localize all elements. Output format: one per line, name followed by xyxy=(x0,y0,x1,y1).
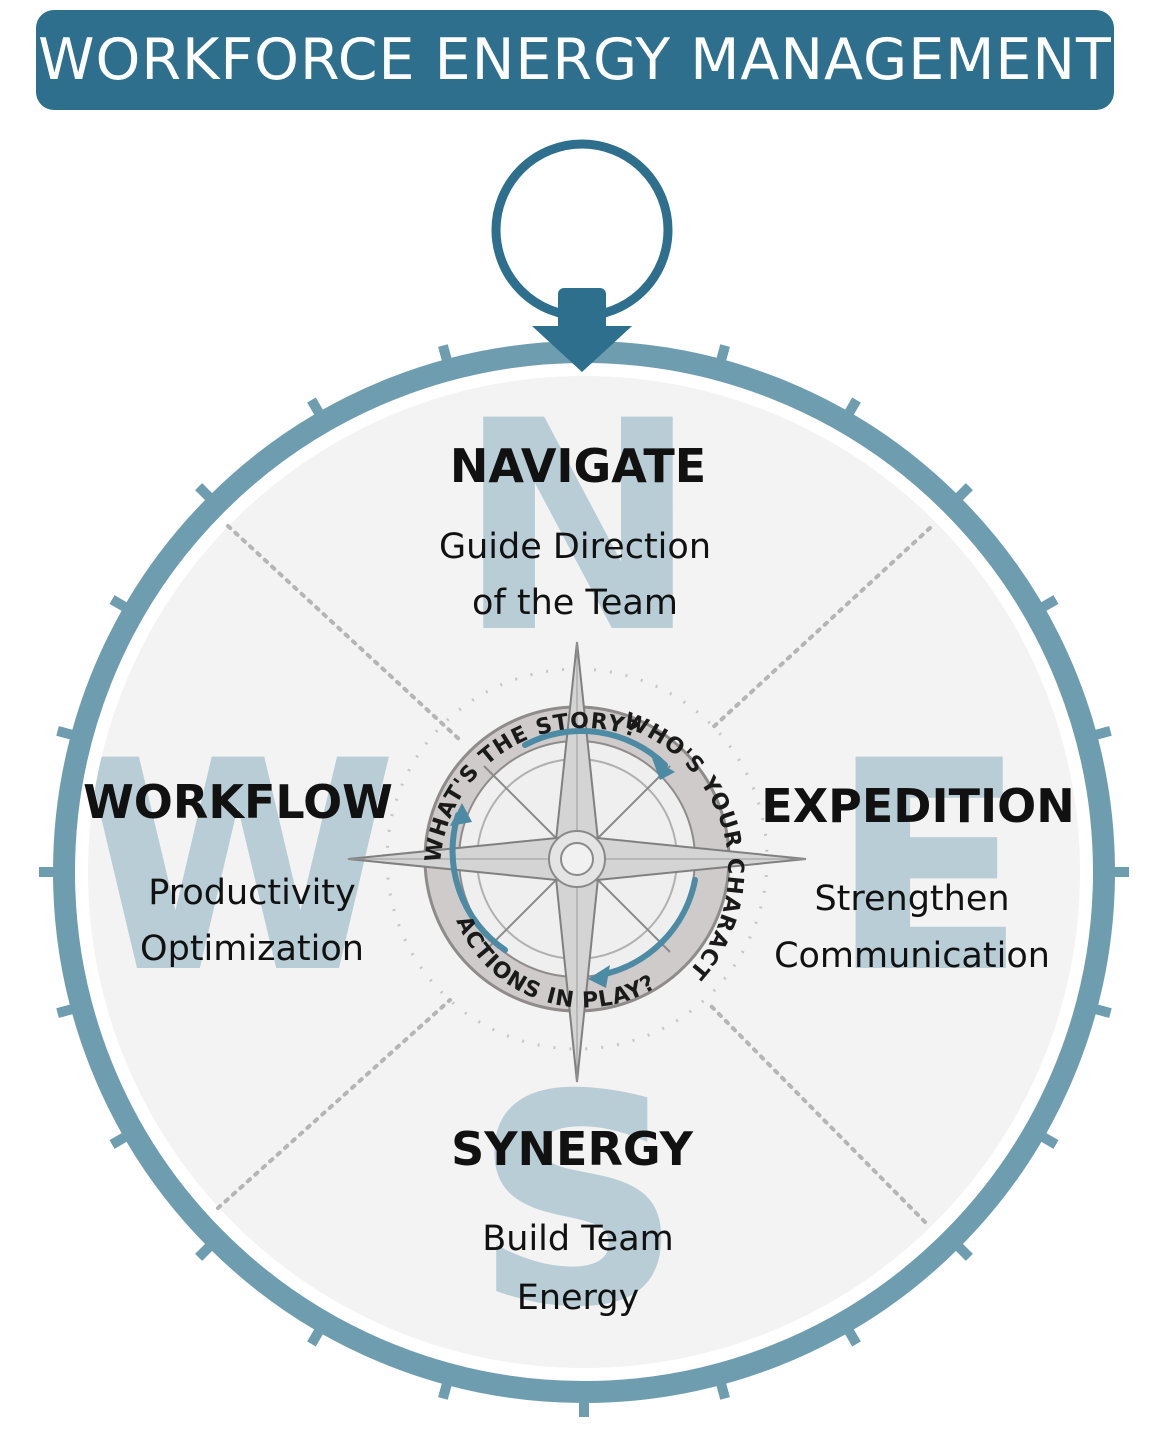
rim-tick xyxy=(56,726,93,745)
cycle-arrows-icon xyxy=(449,728,698,988)
rim-tick xyxy=(109,1122,145,1149)
north-subtitle-line2: of the Team xyxy=(472,583,678,623)
east-watermark-letter: E xyxy=(829,700,1027,1037)
west-watermark-letter: W xyxy=(78,700,398,1037)
pointer-arrow-icon xyxy=(532,288,632,372)
rim-tick xyxy=(834,397,861,433)
west-subtitle-line1: Productivity xyxy=(148,873,356,913)
title-banner: WORKFORCE ENERGY MANAGEMENT xyxy=(36,10,1114,110)
rim-tick xyxy=(711,344,730,381)
north-heading: NAVIGATE xyxy=(450,439,706,493)
rim-tick xyxy=(438,1363,457,1400)
west-subtitle-line2: Optimization xyxy=(140,929,364,969)
east-subtitle-line1: Strengthen xyxy=(814,879,1009,919)
rim-tick xyxy=(1075,726,1112,745)
rim-tick xyxy=(307,1311,334,1347)
rim-tick xyxy=(56,999,93,1018)
rim-tick xyxy=(834,1311,861,1347)
east-heading: EXPEDITION xyxy=(761,779,1074,833)
rim-tick xyxy=(941,1229,973,1261)
rim-tick xyxy=(1023,595,1059,622)
south-heading: SYNERGY xyxy=(451,1122,694,1176)
rim-tick xyxy=(941,483,973,515)
west-heading: WORKFLOW xyxy=(83,775,393,829)
north-subtitle-line1: Guide Direction xyxy=(439,527,711,567)
rim-tick xyxy=(109,595,145,622)
rim-tick xyxy=(1023,1122,1059,1149)
rim-tick xyxy=(195,483,227,515)
south-subtitle-line1: Build Team xyxy=(482,1219,674,1259)
quadrant-dividers xyxy=(216,524,932,1224)
rim-tick xyxy=(307,397,334,433)
south-subtitle-line2: Energy xyxy=(517,1278,640,1318)
rim-ticks xyxy=(39,344,1129,1417)
rim-tick xyxy=(711,1363,730,1400)
south-watermark-letter: S xyxy=(474,1034,683,1371)
rim-tick xyxy=(1075,999,1112,1018)
east-subtitle-line2: Communication xyxy=(774,936,1050,976)
rim-tick xyxy=(195,1229,227,1261)
page-title: WORKFORCE ENERGY MANAGEMENT xyxy=(38,27,1112,93)
compass-rose-icon xyxy=(347,641,807,1083)
rim-tick xyxy=(438,344,457,381)
